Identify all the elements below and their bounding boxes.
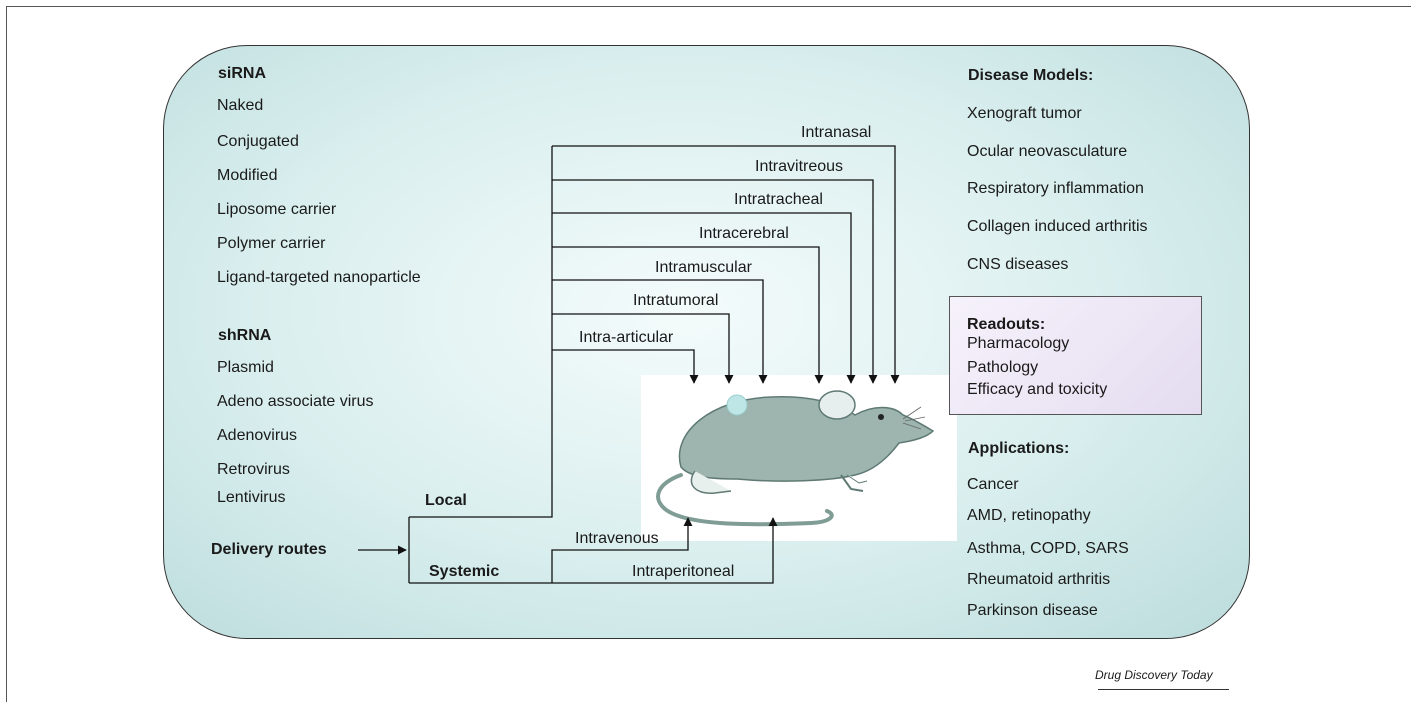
application-item: Asthma, COPD, SARS [967, 540, 1129, 557]
route-intra-articular-line [552, 349, 699, 384]
route-intranasal-line [552, 145, 900, 384]
disease-model-item: Xenograft tumor [967, 105, 1082, 122]
application-item: Cancer [967, 476, 1019, 493]
shrna-item-aav: Adeno associate virus [217, 393, 374, 410]
route-intracerebral-line [552, 246, 824, 384]
sirna-item-conjugated: Conjugated [217, 133, 299, 150]
readout-item: Efficacy and toxicity [967, 381, 1108, 398]
readouts-title: Readouts: [967, 316, 1046, 333]
route-intravenous-line [551, 517, 693, 583]
application-item: AMD, retinopathy [967, 507, 1091, 524]
route-intracerebral-label: Intracerebral [699, 225, 789, 242]
disease-model-item: Ocular neovasculature [967, 143, 1128, 160]
sirna-item-naked: Naked [217, 97, 264, 114]
disease-model-item: Respiratory inflammation [967, 180, 1144, 197]
shrna-item-retrovirus: Retrovirus [217, 461, 290, 478]
delivery-routes-label: Delivery routes [211, 541, 327, 558]
sirna-item-polymer: Polymer carrier [217, 235, 326, 252]
route-intratumoral-label: Intratumoral [633, 292, 719, 309]
route-intranasal-label: Intranasal [801, 124, 872, 141]
route-intra-articular-label: Intra-articular [579, 329, 674, 346]
readout-item: Pathology [967, 359, 1039, 376]
route-intratracheal-line [552, 212, 856, 384]
sirna-item-nanoparticle: Ligand-targeted nanoparticle [217, 269, 421, 286]
route-intravenous-label: Intravenous [575, 530, 659, 547]
readout-item: Pharmacology [967, 335, 1070, 352]
mouse-image-box [641, 375, 957, 541]
disease-models-title: Disease Models: [968, 67, 1094, 84]
application-item: Parkinson disease [967, 602, 1098, 619]
systemic-label: Systemic [429, 563, 500, 580]
sirna-item-modified: Modified [217, 167, 278, 184]
local-trunk-line [409, 146, 553, 518]
route-intratumoral-line [552, 313, 734, 384]
route-intraperitoneal-label: Intraperitoneal [632, 563, 735, 580]
readouts-box: Readouts: Pharmacology Pathology Efficac… [949, 296, 1202, 415]
source-credit: Drug Discovery Today [1095, 668, 1213, 682]
mouse-illustration [656, 390, 935, 527]
application-item: Rheumatoid arthritis [967, 571, 1111, 588]
disease-model-item: Collagen induced arthritis [967, 218, 1148, 235]
route-intravitreous-label: Intravitreous [755, 158, 844, 175]
route-intratracheal-label: Intratracheal [734, 191, 823, 208]
credit-rule [1098, 689, 1229, 690]
disease-model-item: CNS diseases [967, 256, 1069, 273]
shrna-title: shRNA [218, 327, 272, 344]
applications-title: Applications: [968, 440, 1070, 457]
route-intramuscular-line [552, 279, 768, 384]
route-intramuscular-label: Intramuscular [655, 259, 752, 276]
route-intravitreous-line [552, 179, 878, 384]
sirna-title: siRNA [218, 65, 267, 82]
sirna-item-liposome: Liposome carrier [217, 201, 337, 218]
shrna-item-adenovirus: Adenovirus [217, 427, 298, 444]
route-intraperitoneal-line [552, 517, 778, 584]
figure-frame [6, 6, 1411, 702]
local-label: Local [425, 492, 467, 509]
shrna-item-lentivirus: Lentivirus [217, 489, 286, 506]
shrna-item-plasmid: Plasmid [217, 359, 274, 376]
